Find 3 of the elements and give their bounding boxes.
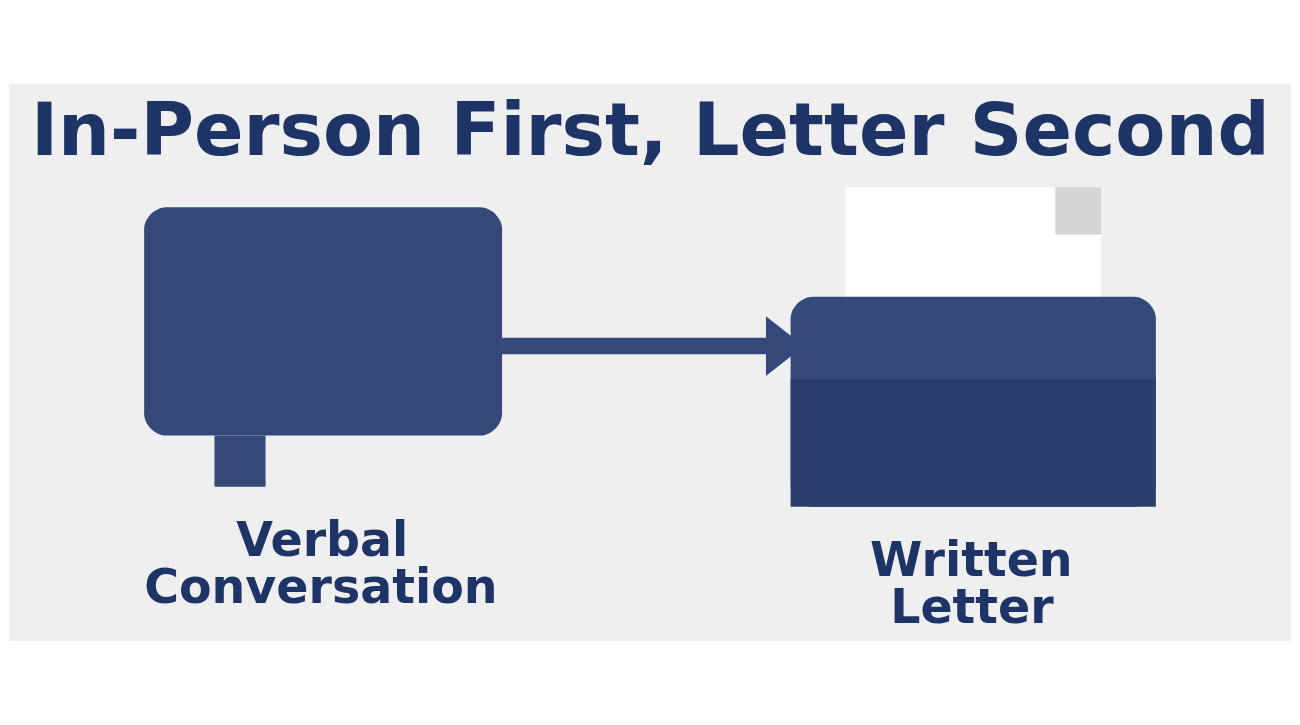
node-label: Verbal Conversation	[144, 511, 498, 615]
node-label: Written Letter	[870, 531, 1073, 635]
diagram-title: In-Person First, Letter Second	[30, 87, 1270, 173]
